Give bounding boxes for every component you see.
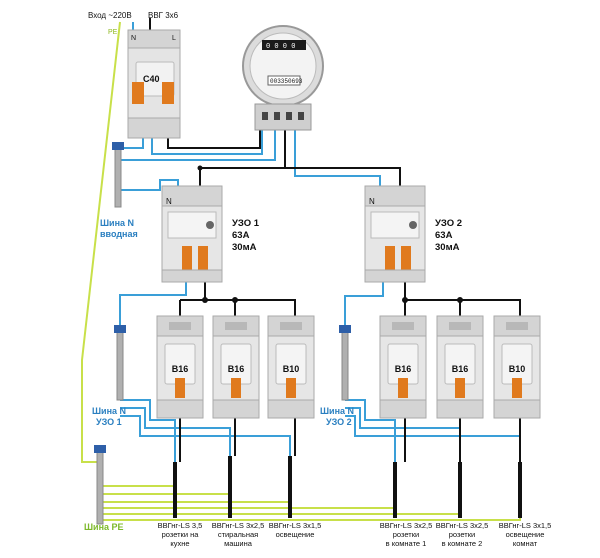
- electricity-meter: 0 0 0 0 003350693: [242, 25, 324, 131]
- breaker-3-rating: B10: [283, 364, 300, 374]
- phase-wires: [149, 18, 521, 462]
- breaker-6-rating: B10: [509, 364, 526, 374]
- circuit-breakers: B16 B16 B10 B16 B16 B10: [156, 315, 541, 419]
- breaker-1[interactable]: B16: [156, 315, 204, 419]
- main-breaker[interactable]: C40 N L: [127, 29, 181, 139]
- rcd-2[interactable]: N: [364, 185, 426, 283]
- breaker-1-rating: B16: [172, 364, 189, 374]
- breaker-2-rating: B16: [228, 364, 245, 374]
- meter-reading: 0 0 0 0: [266, 43, 295, 51]
- bus-n-rcd1-label: Шина N УЗО 1: [92, 406, 129, 427]
- main-breaker-l: L: [172, 35, 176, 42]
- rcd-1[interactable]: N: [161, 185, 223, 283]
- breaker-5[interactable]: B16: [436, 315, 484, 419]
- bus-n-rcd2-label: Шина N УЗО 2: [320, 406, 357, 427]
- breaker-4[interactable]: B16: [379, 315, 427, 419]
- main-breaker-rating: C40: [143, 74, 160, 84]
- main-breaker-n: N: [131, 35, 136, 42]
- meter-serial: 003350693: [270, 78, 303, 85]
- bus-pe-label: Шина PE: [84, 522, 124, 532]
- input-label: Вход ~220В: [88, 11, 132, 20]
- breaker-6[interactable]: B10: [493, 315, 541, 419]
- breaker-4-rating: B16: [395, 364, 412, 374]
- pe-main-wire: [81, 21, 121, 463]
- breaker-3[interactable]: B10: [267, 315, 315, 419]
- bus-n-input-label: Шина N вводная: [100, 218, 138, 239]
- rcd-2-terminal: N: [369, 197, 375, 206]
- cable-label: ВВГ 3х6: [148, 11, 179, 20]
- pe-label: PE: [108, 29, 118, 36]
- junction-dots: [197, 165, 463, 303]
- rcd-1-label: УЗО 1 63А 30мА: [232, 218, 262, 253]
- outgoing-cables: [173, 456, 522, 518]
- bus-n-rcd1: [114, 325, 126, 401]
- bus-n-rcd2: [339, 325, 351, 401]
- rcd-2-label: УЗО 2 63А 30мА: [435, 218, 465, 253]
- bus-n-input: [112, 142, 124, 208]
- rcd-1-terminal: N: [166, 197, 172, 206]
- breaker-5-rating: B16: [452, 364, 469, 374]
- bus-pe: [94, 445, 106, 525]
- neutral-wires: [117, 22, 521, 462]
- breaker-2[interactable]: B16: [212, 315, 260, 419]
